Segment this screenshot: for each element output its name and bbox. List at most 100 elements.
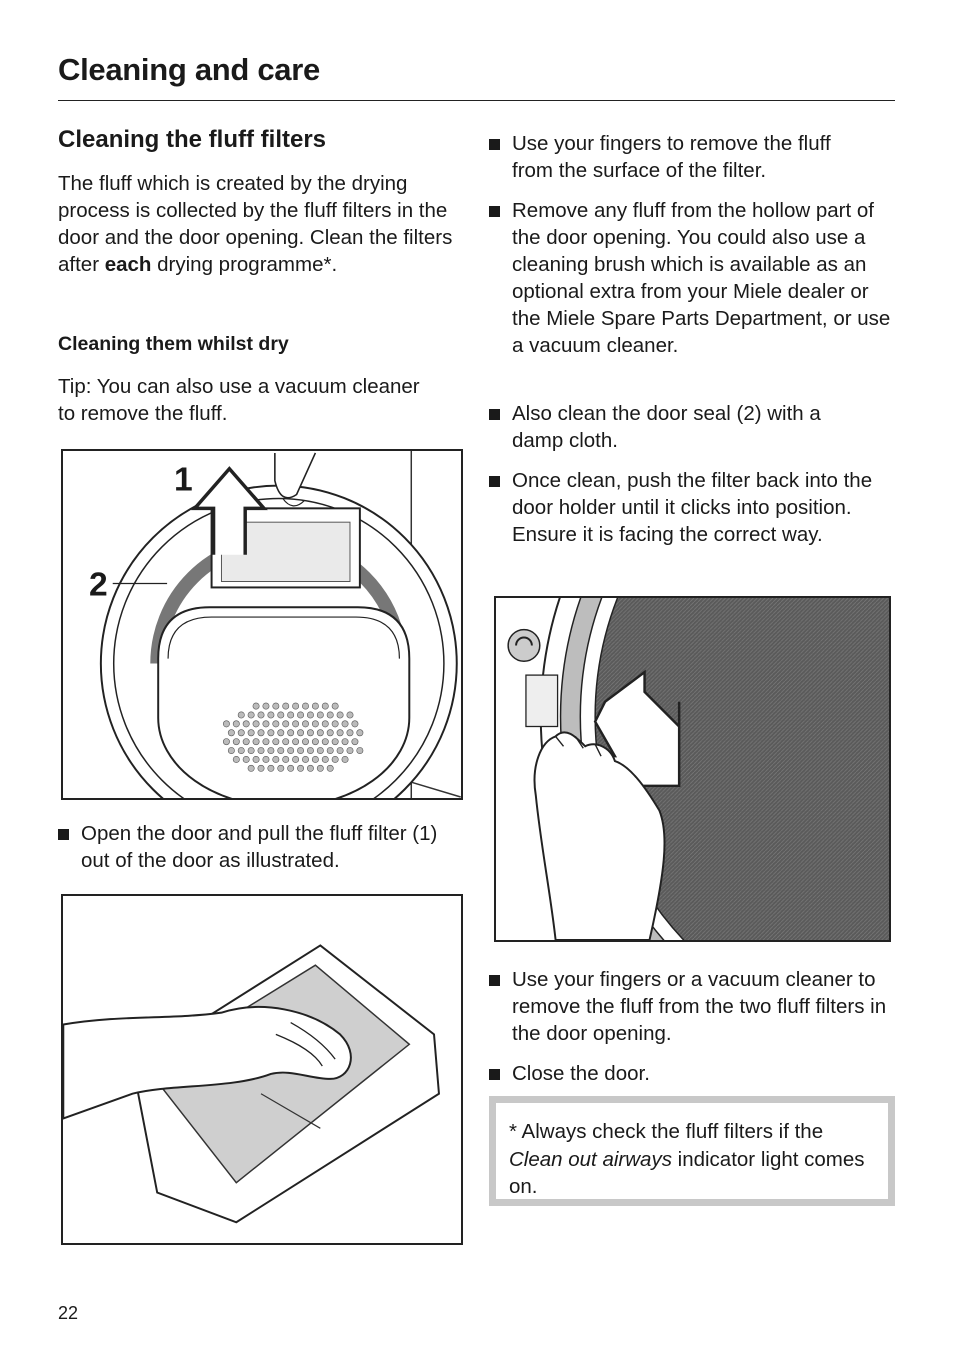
- bullet-square-icon: [489, 1069, 500, 1080]
- perforation-hole: [267, 711, 275, 719]
- bullet-text: Use your fingers to remove the fluff fro…: [512, 132, 831, 182]
- perforation-hole: [306, 747, 314, 755]
- perforation-hole: [227, 729, 235, 737]
- perforation-hole: [297, 729, 305, 737]
- perforation-hole: [292, 755, 300, 763]
- footnote-suffix: indicator light comes on.: [509, 1147, 865, 1199]
- perforation-hole: [306, 711, 314, 719]
- perforation-hole: [227, 747, 235, 755]
- perforation-hole: [351, 720, 359, 728]
- perforation-hole: [247, 711, 255, 719]
- perforation-hole: [311, 702, 319, 710]
- perforation-hole: [326, 764, 334, 772]
- perforation-hole: [326, 747, 334, 755]
- perforation-hole: [252, 738, 260, 746]
- perforation-hole: [282, 720, 290, 728]
- bullet-square-icon: [489, 139, 500, 150]
- filter-perforation: [222, 702, 364, 772]
- door-opening-illustration: [507, 598, 889, 940]
- figure-clean-filter-surface: [61, 894, 463, 1245]
- bullet-square-icon: [489, 476, 500, 487]
- page-header-title: Cleaning and care: [58, 52, 320, 87]
- perforation-hole: [232, 720, 240, 728]
- perforation-hole: [316, 747, 324, 755]
- perforation-hole: [262, 755, 270, 763]
- perforation-hole: [277, 711, 285, 719]
- figure-door-filter: 1 2: [61, 449, 463, 800]
- perforation-hole: [262, 738, 270, 746]
- footnote-text: * Always check the fluff filters if the …: [509, 1118, 879, 1201]
- perforation-hole: [247, 747, 255, 755]
- perforation-hole: [336, 711, 344, 719]
- perforation-hole: [237, 747, 245, 755]
- perforation-hole: [346, 747, 354, 755]
- perforation-hole: [346, 711, 354, 719]
- perforation-hole: [247, 764, 255, 772]
- perforation-hole: [267, 764, 275, 772]
- perforation-hole: [326, 729, 334, 737]
- bullet-text: Once clean, push the filter back into th…: [512, 469, 873, 546]
- perforation-hole: [331, 702, 339, 710]
- perforation-hole: [316, 764, 324, 772]
- bullet-text: Remove any fluff from the hollow part of…: [512, 199, 891, 357]
- door-filter-illustration: 1 2: [89, 451, 461, 798]
- footnote-italic: Clean out airways: [509, 1147, 672, 1171]
- perforation-hole: [287, 747, 295, 755]
- intro-bold: each: [104, 253, 152, 276]
- perforation-hole: [272, 755, 280, 763]
- perforation-hole: [302, 755, 309, 763]
- perforation-hole: [282, 702, 290, 710]
- perforation-hole: [242, 738, 250, 746]
- perforation-hole: [331, 720, 339, 728]
- perforation-hole: [297, 711, 305, 719]
- perforation-hole: [302, 738, 309, 746]
- tip-paragraph: Tip: You can also use a vacuum cleaner t…: [58, 375, 420, 425]
- perforation-hole: [277, 747, 285, 755]
- perforation-hole: [311, 738, 319, 746]
- perforation-hole: [292, 738, 300, 746]
- perforation-hole: [247, 729, 255, 737]
- perforation-hole: [287, 729, 295, 737]
- perforation-hole: [237, 729, 245, 737]
- filter-surface-illustration: [63, 944, 440, 1224]
- perforation-hole: [242, 755, 250, 763]
- perforation-hole: [262, 720, 270, 728]
- perforation-hole: [302, 702, 309, 710]
- perforation-hole: [297, 764, 305, 772]
- perforation-hole: [336, 747, 344, 755]
- perforation-hole: [272, 738, 280, 746]
- perforation-hole: [272, 720, 280, 728]
- perforation-hole: [252, 755, 260, 763]
- perforation-hole: [321, 755, 329, 763]
- perforation-hole: [252, 720, 260, 728]
- callout-label-2: 2: [89, 566, 108, 603]
- perforation-hole: [277, 729, 285, 737]
- perforation-hole: [336, 729, 344, 737]
- bullet-square-icon: [489, 975, 500, 986]
- perforation-hole: [257, 764, 265, 772]
- intro-text-1: The fluff which is created by the drying…: [58, 172, 453, 276]
- perforation-hole: [297, 747, 305, 755]
- perforation-hole: [311, 720, 319, 728]
- perforation-hole: [292, 702, 300, 710]
- perforation-hole: [356, 729, 364, 737]
- intro-text-2: drying programme*.: [151, 253, 338, 276]
- perforation-hole: [267, 729, 275, 737]
- section-title: Cleaning the fluff filters: [58, 126, 327, 153]
- perforation-hole: [277, 764, 285, 772]
- perforation-hole: [267, 747, 275, 755]
- perforation-hole: [306, 729, 314, 737]
- bullet-square-icon: [489, 206, 500, 217]
- intro-paragraph: The fluff which is created by the drying…: [58, 170, 463, 278]
- perforation-hole: [331, 738, 339, 746]
- bullet-square-icon: [489, 409, 500, 420]
- footnote-box: * Always check the fluff filters if the …: [489, 1096, 895, 1206]
- perforation-hole: [262, 702, 270, 710]
- subheading: Cleaning them whilst dry: [58, 333, 289, 355]
- perforation-hole: [232, 755, 240, 763]
- bullet-text: Use your fingers or a vacuum cleaner to …: [512, 968, 887, 1045]
- perforation-hole: [351, 738, 359, 746]
- perforation-hole: [252, 702, 260, 710]
- perforation-hole: [302, 720, 309, 728]
- perforation-hole: [242, 720, 250, 728]
